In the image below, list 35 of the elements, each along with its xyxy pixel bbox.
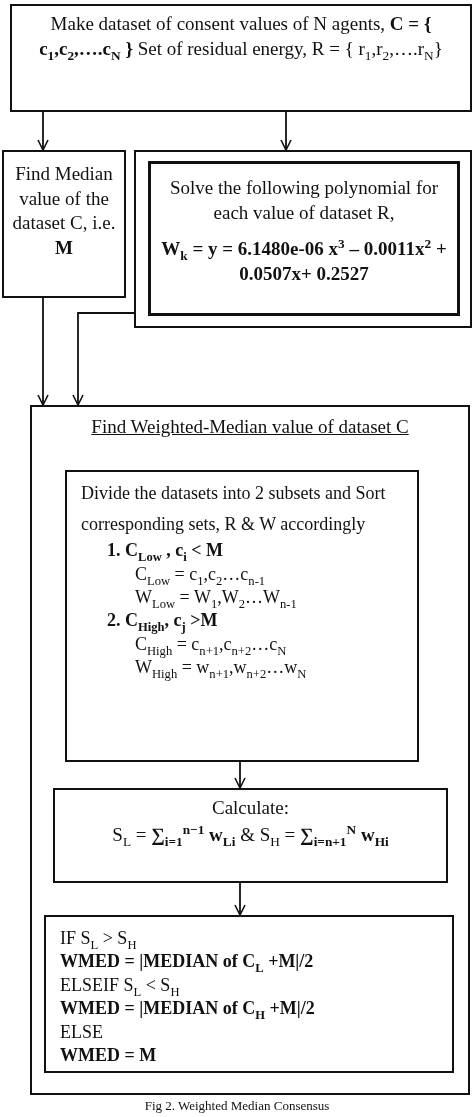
process-box <box>10 4 472 112</box>
node-text: WMED = M <box>60 1043 158 1067</box>
panel-heading: Find Weighted-Median value of dataset C <box>90 415 410 439</box>
node-text: Find Median value of the dataset C, i.e. M <box>11 162 117 261</box>
group-panel <box>30 405 470 1095</box>
node-text: Calculate: <box>211 796 290 820</box>
node-text: 1. C$_{Low}$ , c$_{i}$ < M <box>107 539 225 563</box>
arrow <box>234 761 246 789</box>
condition-box <box>44 915 454 1073</box>
formula-box <box>53 788 448 883</box>
arrow <box>37 297 49 406</box>
process-box <box>2 150 126 298</box>
node-text: Solve the following polynomial for each value of dataset R, <box>168 176 440 225</box>
node-text: ELSEIF S$_{L}$ < S$_{H}$ <box>60 973 181 998</box>
node-text: 2. C$_{High}$, c$_{j}$ >M <box>107 609 219 633</box>
figure-caption: Fig 2. Weighted Median Consensus <box>143 1098 331 1114</box>
arrow <box>280 111 292 151</box>
node-text: C$_{High}$ = c$_{n+1}$,c$_{n+2}$…c$_{N}$ <box>135 633 288 657</box>
node-text: IF S$_{L}$ > S$_{H}$ <box>60 927 138 951</box>
node-text: WMED = |MEDIAN of C$_{L}$ +M|/2 <box>60 950 315 974</box>
arrow <box>72 312 135 406</box>
node-text: W$_{k}$ = y = 6.1480e-06 x$^{3}$ – 0.0011x$^{2}$ + 0.0507x+ 0.2527 <box>160 237 448 287</box>
formula-box <box>148 161 460 316</box>
node-text: W$_{High}$ = w$_{n+1}$,w$_{n+2}$…w$_{N}$ <box>135 657 308 680</box>
node-text: C$_{Low}$ = c$_{1}$,c$_{2}$…c$_{n-1}$ <box>135 562 267 586</box>
arrow <box>234 882 246 916</box>
node-text: W$_{Low}$ = W$_{1}$,W$_{2}$…W$_{n-1}$ <box>135 585 298 610</box>
node-text: ELSE <box>60 1020 104 1044</box>
node-text: Make dataset of consent values of N agents, C = { c$_{1}$,c$_{2}$,….c$_{N}$ } Set of residual energy, R = { r$_{1}$,r$_{2}$,….r$_{N}$} <box>38 12 444 62</box>
arrow <box>37 111 49 151</box>
node-text: S$_{L}$ = ∑$_{i=1}$$^{n−1}$ w$_{Li}$ & S$_{H}$ = ∑$_{i=n+1}$$^{N}$ w$_{Hi}$ <box>111 822 390 848</box>
frame-box <box>134 150 472 328</box>
node-text: WMED = |MEDIAN of C$_{H}$ +M|/2 <box>60 997 316 1021</box>
process-box <box>65 470 419 762</box>
node-text: Divide the datasets into 2 subsets and Sort corresponding sets, R & W accordingly <box>81 482 387 536</box>
